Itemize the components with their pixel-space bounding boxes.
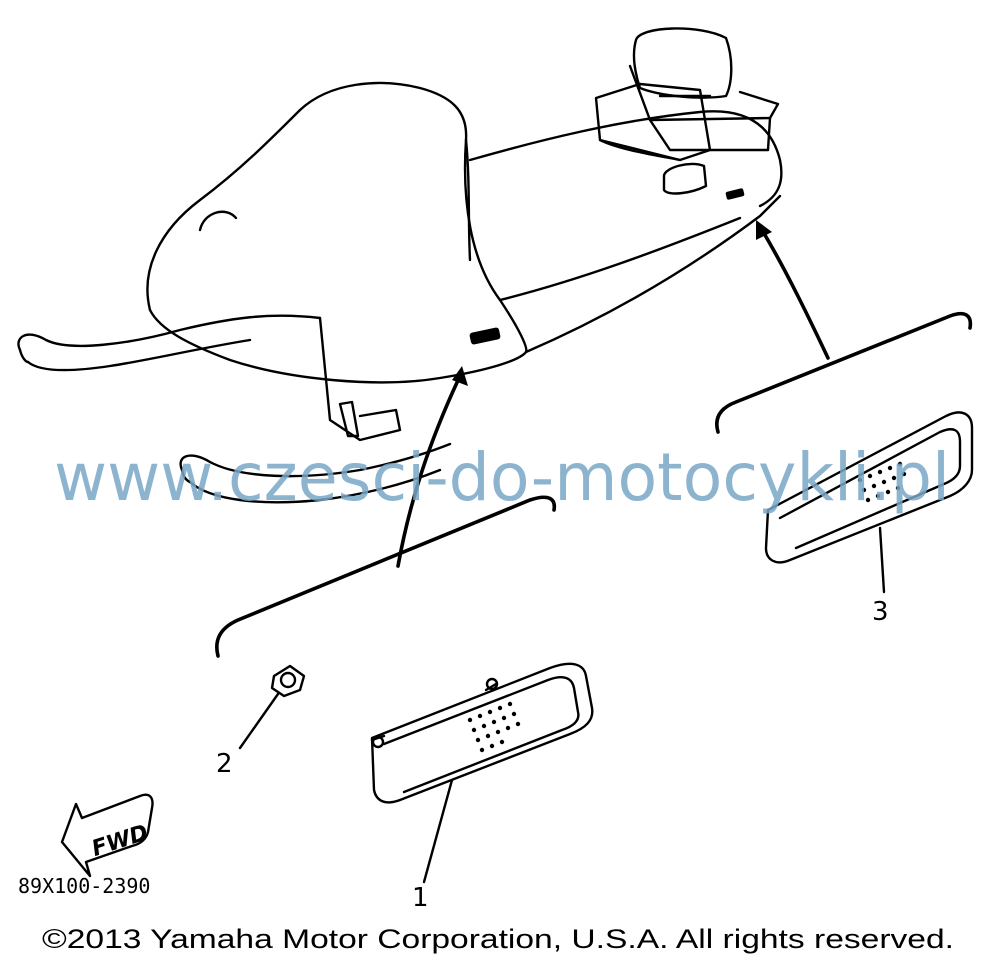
diagram-code: 89X100-2390 bbox=[18, 874, 150, 898]
reflector-1-texture bbox=[467, 701, 521, 753]
reflector-part-1 bbox=[370, 662, 594, 884]
reference-arrows bbox=[396, 220, 830, 568]
fwd-label: FWD bbox=[89, 820, 151, 862]
watermark-text: www.czesci-do-motocykli.pl bbox=[54, 439, 950, 516]
reflector-part-3 bbox=[764, 411, 974, 594]
nut-part-2 bbox=[238, 664, 306, 750]
copyright-notice: ©2013 Yamaha Motor Corporation, U.S.A. A… bbox=[42, 924, 954, 954]
callout-2: 2 bbox=[216, 749, 233, 779]
callout-3: 3 bbox=[872, 597, 889, 627]
snowmobile-illustration bbox=[17, 27, 783, 504]
reflector-3-texture bbox=[857, 461, 907, 503]
detail-frame-front bbox=[215, 495, 557, 658]
detail-frame-rear bbox=[715, 311, 973, 434]
callout-1: 1 bbox=[412, 883, 429, 913]
fwd-arrow-icon: FWD bbox=[60, 793, 154, 878]
